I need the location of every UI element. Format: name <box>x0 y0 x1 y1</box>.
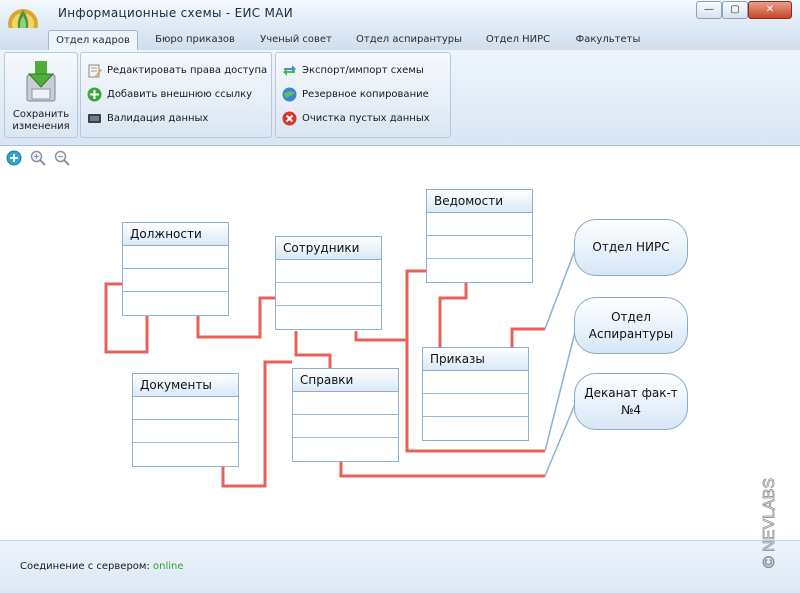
add-link-icon <box>87 87 102 101</box>
backup-icon <box>282 87 297 101</box>
link-prikazy-stub <box>510 327 545 347</box>
minimize-button[interactable]: — <box>696 1 722 19</box>
tab-uchenyi-sovet[interactable]: Ученый совет <box>260 34 332 45</box>
department-nirs[interactable]: Отдел НИРС <box>574 219 688 276</box>
tab-otdel-kadrov[interactable]: Отдел кадров <box>48 30 138 51</box>
entity-dolzhnosti[interactable]: Должности <box>122 222 229 316</box>
tab-otdel-aspirantury[interactable]: Отдел аспирантуры <box>356 34 462 45</box>
entity-row <box>427 259 532 282</box>
connection-status: Соединение с сервером: online <box>20 561 184 572</box>
connection-status-value: online <box>153 561 184 572</box>
entity-vedomosti[interactable]: Ведомости <box>426 189 533 283</box>
entity-row <box>133 443 238 466</box>
validate-data-button[interactable]: Валидация данных <box>87 110 208 128</box>
ribbon-group-service: Экспорт/импорт схемы Резервное копирован… <box>275 52 451 138</box>
watermark-text: © NEVLABS <box>761 478 778 568</box>
entity-row <box>427 213 532 236</box>
save-label: Сохранить изменения <box>12 109 70 132</box>
link-aspirantura <box>544 331 576 452</box>
entity-row <box>427 236 532 259</box>
export-import-button[interactable]: Экспорт/импорт схемы <box>282 62 424 80</box>
zoom-fit-icon[interactable] <box>6 150 22 166</box>
entity-prikazy[interactable]: Приказы <box>422 347 529 441</box>
link-sotrudniki-spravki <box>294 331 332 368</box>
entity-row <box>423 417 528 440</box>
department-dekanat[interactable]: Деканат фак-т №4 <box>574 373 688 430</box>
entity-spravki[interactable]: Справки <box>292 368 399 462</box>
entity-row <box>293 438 398 461</box>
link-nirs <box>544 249 576 330</box>
schema-canvas[interactable]: Должности Сотрудники Ведомости Документы… <box>0 146 800 538</box>
entity-title: Должности <box>123 223 228 246</box>
entity-dokumenty[interactable]: Документы <box>132 373 239 467</box>
tab-fakultety[interactable]: Факультеты <box>575 34 641 45</box>
entity-row <box>423 371 528 394</box>
entity-row <box>276 260 381 283</box>
entity-row <box>423 394 528 417</box>
entity-row <box>123 292 228 315</box>
zoom-out-icon[interactable] <box>54 150 70 166</box>
app-title: Информационные схемы - ЕИС МАИ <box>58 6 293 20</box>
entity-title: Сотрудники <box>276 237 381 260</box>
ribbon-group-data: Редактировать права доступа Добавить вне… <box>80 52 272 138</box>
ribbon-tabs: Отдел кадров Бюро приказов Ученый совет … <box>0 28 800 51</box>
entity-row <box>276 283 381 306</box>
clear-icon <box>282 111 297 125</box>
connection-status-label: Соединение с сервером: <box>20 561 150 572</box>
entity-title: Приказы <box>423 348 528 371</box>
entity-title: Ведомости <box>427 190 532 213</box>
save-icon <box>26 61 56 102</box>
entity-sotrudniki[interactable]: Сотрудники <box>275 236 382 330</box>
entity-row <box>276 306 381 329</box>
backup-button[interactable]: Резервное копирование <box>282 86 429 104</box>
entity-row <box>133 397 238 420</box>
link-spravki-bottom <box>339 462 545 478</box>
link-vedomosti-prikazy <box>438 282 468 347</box>
entity-relations <box>104 269 545 488</box>
edit-access-rights-button[interactable]: Редактировать права доступа <box>87 62 267 80</box>
tab-otdel-nirs[interactable]: Отдел НИРС <box>485 34 551 45</box>
relation-links <box>104 249 576 488</box>
close-button[interactable]: ✕ <box>748 1 792 19</box>
validate-icon <box>88 113 101 123</box>
status-bar: Соединение с сервером: online <box>0 540 800 593</box>
entity-row <box>293 415 398 438</box>
link-dolzhnosti-self <box>104 282 149 354</box>
link-dokumenty-spravki <box>221 360 292 488</box>
department-aspirantura[interactable]: Отдел Аспирантуры <box>574 297 688 354</box>
link-prikazy-dekanat <box>405 340 545 453</box>
zoom-in-icon[interactable] <box>30 150 46 166</box>
entity-title: Документы <box>133 374 238 397</box>
save-button[interactable]: Сохранить изменения <box>4 52 78 138</box>
clear-empty-data-button[interactable]: Очистка пустых данных <box>282 110 430 128</box>
entity-title: Справки <box>293 369 398 392</box>
tab-byuro-prikazov[interactable]: Бюро приказов <box>155 34 235 45</box>
nevlabs-watermark: © NEVLABS <box>761 478 779 569</box>
title-bar: Информационные схемы - ЕИС МАИ — ▢ ✕ <box>0 0 800 39</box>
link-dekanat <box>544 403 576 477</box>
ribbon: Сохранить изменения Редактировать права … <box>0 50 800 146</box>
entity-row <box>123 269 228 292</box>
entity-row <box>133 420 238 443</box>
entity-row <box>123 246 228 269</box>
edit-rights-icon <box>88 64 102 77</box>
export-import-icon <box>283 64 296 76</box>
maximize-button[interactable]: ▢ <box>722 1 748 19</box>
department-links <box>544 249 576 477</box>
link-dolzhnosti-sotrudniki <box>196 296 275 339</box>
add-external-link-button[interactable]: Добавить внешнюю ссылку <box>87 86 252 104</box>
entity-row <box>293 392 398 415</box>
